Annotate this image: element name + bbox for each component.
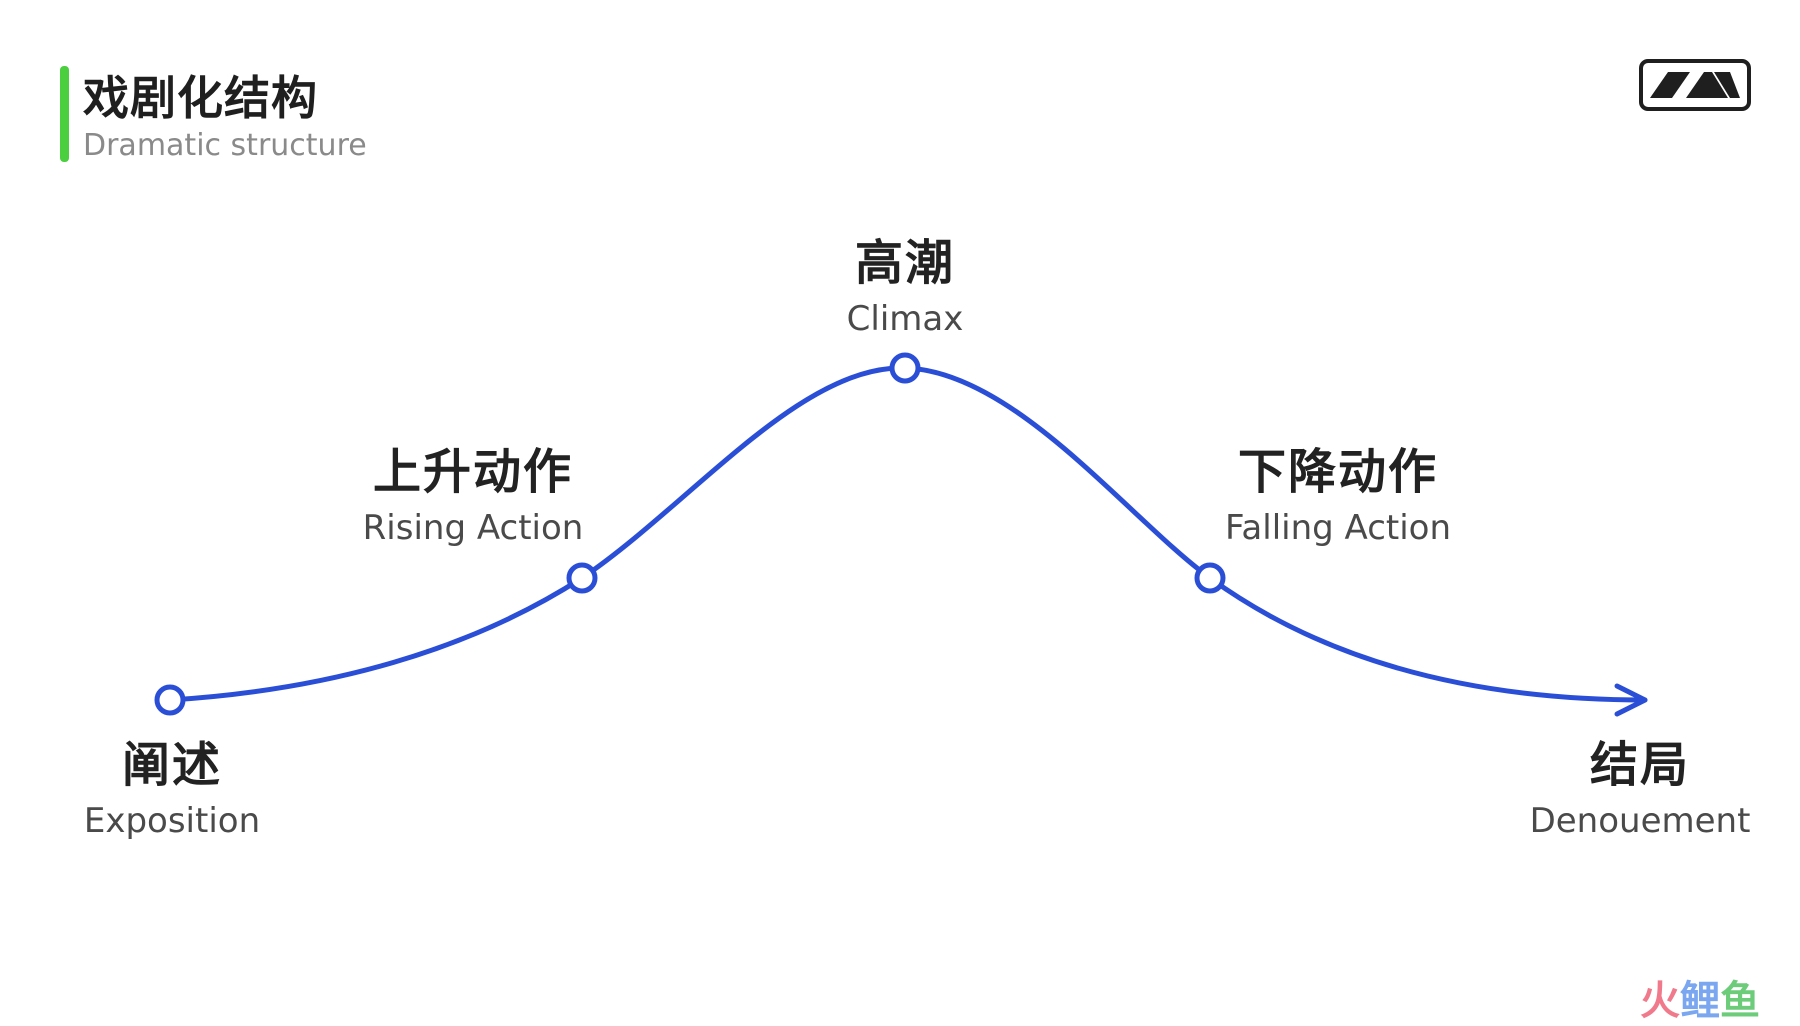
arrow-head-icon xyxy=(1614,683,1648,717)
stage-title-zh: 高潮 xyxy=(854,235,955,291)
watermark-char: 火 xyxy=(1640,978,1680,1024)
stage-label-rising-action: 上升动作 Rising Action xyxy=(363,444,584,550)
node-falling-action xyxy=(1194,562,1226,594)
node-climax xyxy=(889,352,921,384)
watermark-char: 鲤 xyxy=(1680,978,1720,1024)
node-rising-action xyxy=(566,562,598,594)
stage-label-falling-action: 下降动作 Falling Action xyxy=(1225,444,1451,550)
node-exposition xyxy=(154,684,186,716)
stage-title-en: Denouement xyxy=(1529,801,1751,841)
stage-title-en: Rising Action xyxy=(362,508,584,548)
stage-title-en: Exposition xyxy=(83,801,261,841)
page-subtitle: Dramatic structure xyxy=(83,128,367,163)
stage-title-zh: 上升动作 xyxy=(372,444,573,500)
stage-title-en: Climax xyxy=(846,299,964,339)
stage-label-climax: 高潮 Climax xyxy=(847,235,964,341)
stage-title-zh: 阐述 xyxy=(121,737,222,793)
title-accent-bar xyxy=(60,66,69,162)
watermark-char: 鱼 xyxy=(1720,978,1760,1024)
stage-title-zh: 下降动作 xyxy=(1237,444,1438,500)
brand-logo-icon xyxy=(1638,58,1752,116)
stage-title-en: Falling Action xyxy=(1224,508,1452,548)
stage-label-denouement: 结局 Denouement xyxy=(1530,737,1751,843)
stage-title-zh: 结局 xyxy=(1589,737,1690,793)
page-title: 戏剧化结构 xyxy=(83,71,318,125)
watermark-logo: 火鲤鱼 xyxy=(1640,968,1760,1026)
stage-label-exposition: 阐述 Exposition xyxy=(84,737,260,843)
